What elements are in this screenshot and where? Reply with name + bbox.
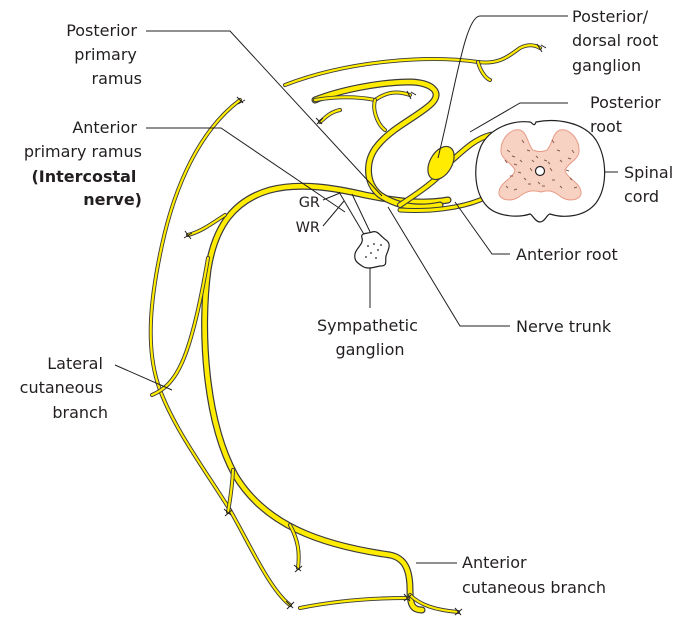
label-sympathetic-ganglion: Sympathetic ganglion xyxy=(317,316,423,359)
label-posterior-dorsal-root-ganglion: Posterior/ dorsal root ganglion xyxy=(572,7,663,75)
spinal-cord xyxy=(476,121,605,222)
sympathetic-ganglion xyxy=(355,232,389,268)
central-canal xyxy=(536,167,545,176)
label-anterior-primary-ramus: Anterior primary ramus xyxy=(24,118,142,161)
label-posterior-primary-ramus: Posterior primary ramus xyxy=(66,21,142,88)
lateral-cutaneous-nerve xyxy=(151,100,290,605)
label-nerve-trunk: Nerve trunk xyxy=(516,317,612,336)
label-wr: WR xyxy=(296,220,320,236)
anterior-primary-ramus-nerve xyxy=(205,186,448,610)
label-gr: GR xyxy=(299,195,320,211)
label-posterior-root: Posterior root xyxy=(590,93,666,136)
dorsal-root-ganglion xyxy=(422,142,459,184)
label-lateral-cutaneous-branch: Lateral cutaneous branch xyxy=(20,354,108,422)
label-anterior-root: Anterior root xyxy=(516,245,618,264)
label-intercostal-nerve: (Intercostal nerve) xyxy=(31,167,142,209)
posterior-ramus-small-loop xyxy=(315,93,410,130)
sympathetic-ganglion-graphic xyxy=(339,192,389,268)
label-anterior-cutaneous-branch: Anterior cutaneous branch xyxy=(462,553,606,597)
label-spinal-cord: Spinal cord xyxy=(624,163,678,206)
